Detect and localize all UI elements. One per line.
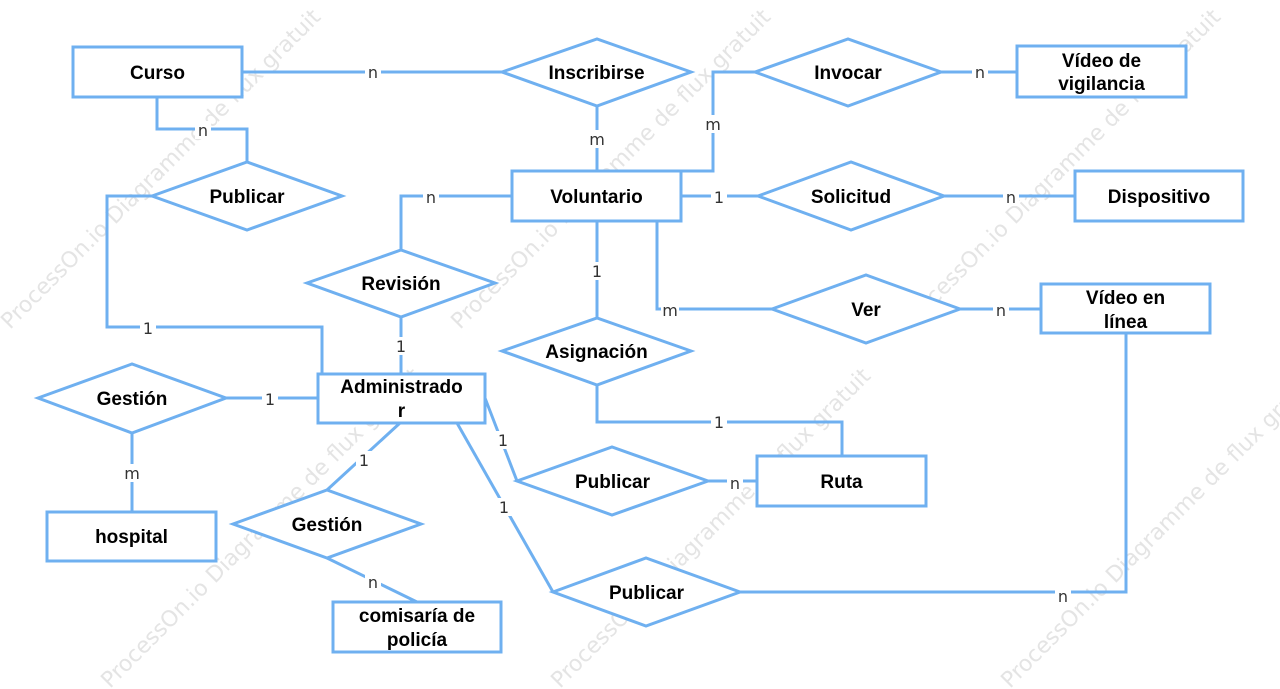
relationship-publicar-ruta[interactable]: Publicar xyxy=(512,445,713,517)
relationship-ver[interactable]: Ver xyxy=(767,273,965,345)
entity-label: comisaría de xyxy=(359,606,475,627)
relationship-label: Solicitud xyxy=(811,187,891,208)
relationship-inscribirse[interactable]: Inscribirse xyxy=(497,37,696,108)
edge-voluntario-revision xyxy=(399,194,512,250)
relationship-gestion-hospital[interactable]: Gestión xyxy=(33,362,231,435)
cardinality-label: 1 xyxy=(143,319,153,338)
cardinality-label: n xyxy=(426,188,436,207)
cardinality-label: m xyxy=(589,130,605,149)
entity-label: vigilancia xyxy=(1058,74,1145,95)
entity-label: Voluntario xyxy=(550,187,643,208)
cardinality-label: 1 xyxy=(265,390,275,409)
watermark: ProcessOn.io Diagramme de flux gratuit xyxy=(997,364,1280,689)
cardinality-label: 1 xyxy=(498,431,508,450)
cardinality-label: m xyxy=(662,301,678,320)
relationship-publicar-video[interactable]: Publicar xyxy=(548,556,745,628)
cardinality-labels: n m m n n 1 n 1 1 n 1 1 m n 1 m 1 n 1 xyxy=(123,63,1071,606)
cardinality-label: 1 xyxy=(714,413,724,432)
entity-label: Dispositivo xyxy=(1108,187,1210,208)
entity-video-vigilancia[interactable]: Vídeo de vigilancia xyxy=(1015,44,1188,99)
cardinality-label: 1 xyxy=(359,451,369,470)
entity-hospital[interactable]: hospital xyxy=(45,510,218,563)
relationship-invocar[interactable]: Invocar xyxy=(750,37,946,108)
cardinality-label: 1 xyxy=(499,498,509,517)
entity-administrador[interactable]: Administrado r xyxy=(316,372,487,425)
entity-video-linea[interactable]: Vídeo en línea xyxy=(1039,282,1212,335)
relationship-publicar-curso[interactable]: Publicar xyxy=(147,160,347,232)
relationship-label: Ver xyxy=(851,300,881,321)
relationship-label: Publicar xyxy=(575,472,651,493)
cardinality-label: n xyxy=(975,63,985,82)
cardinality-label: n xyxy=(368,63,378,82)
cardinality-label: n xyxy=(198,121,208,140)
relationship-label: Gestión xyxy=(292,515,363,536)
relationship-label: Publicar xyxy=(210,187,286,208)
entity-comisaria[interactable]: comisaría de policía xyxy=(331,600,503,654)
relationship-label: Invocar xyxy=(814,63,882,84)
relationship-asignacion[interactable]: Asignación xyxy=(497,316,696,387)
entity-label: r xyxy=(398,401,406,422)
relationship-gestion-comisaria[interactable]: Gestión xyxy=(228,488,426,560)
edge-publicar-video-linea xyxy=(740,333,1128,594)
relationship-label: Asignación xyxy=(545,342,647,363)
cardinality-label: n xyxy=(368,573,378,592)
relationship-revision[interactable]: Revisión xyxy=(302,248,500,319)
edge-publicar-admin xyxy=(105,194,324,374)
cardinality-label: n xyxy=(1058,587,1068,606)
cardinality-label: 1 xyxy=(396,337,406,356)
entity-label: hospital xyxy=(95,527,168,548)
cardinality-label: n xyxy=(996,301,1006,320)
relationship-label: Revisión xyxy=(361,274,440,295)
entity-dispositivo[interactable]: Dispositivo xyxy=(1073,169,1245,223)
entity-voluntario[interactable]: Voluntario xyxy=(510,169,683,223)
cardinality-label: 1 xyxy=(714,188,724,207)
entity-label: Vídeo en xyxy=(1086,288,1165,309)
cardinality-label: 1 xyxy=(592,262,602,281)
cardinality-label: m xyxy=(124,464,140,483)
entity-label: policía xyxy=(387,630,448,651)
cardinality-label: m xyxy=(705,115,721,134)
entity-label: Administrado xyxy=(340,377,462,398)
entity-label: Ruta xyxy=(820,472,863,493)
connector-lines xyxy=(105,70,1128,604)
entity-ruta[interactable]: Ruta xyxy=(755,454,928,508)
entity-label: Vídeo de xyxy=(1062,51,1141,72)
relationship-label: Inscribirse xyxy=(548,63,644,84)
entity-label: Curso xyxy=(130,63,185,84)
relationship-solicitud[interactable]: Solicitud xyxy=(753,160,949,232)
entity-label: línea xyxy=(1104,312,1148,333)
cardinality-label: n xyxy=(730,474,740,493)
entity-curso[interactable]: Curso xyxy=(71,45,244,99)
relationship-label: Publicar xyxy=(609,583,685,604)
cardinality-label: n xyxy=(1006,188,1016,207)
relationship-label: Gestión xyxy=(97,389,168,410)
edge-voluntario-ver xyxy=(655,221,772,311)
